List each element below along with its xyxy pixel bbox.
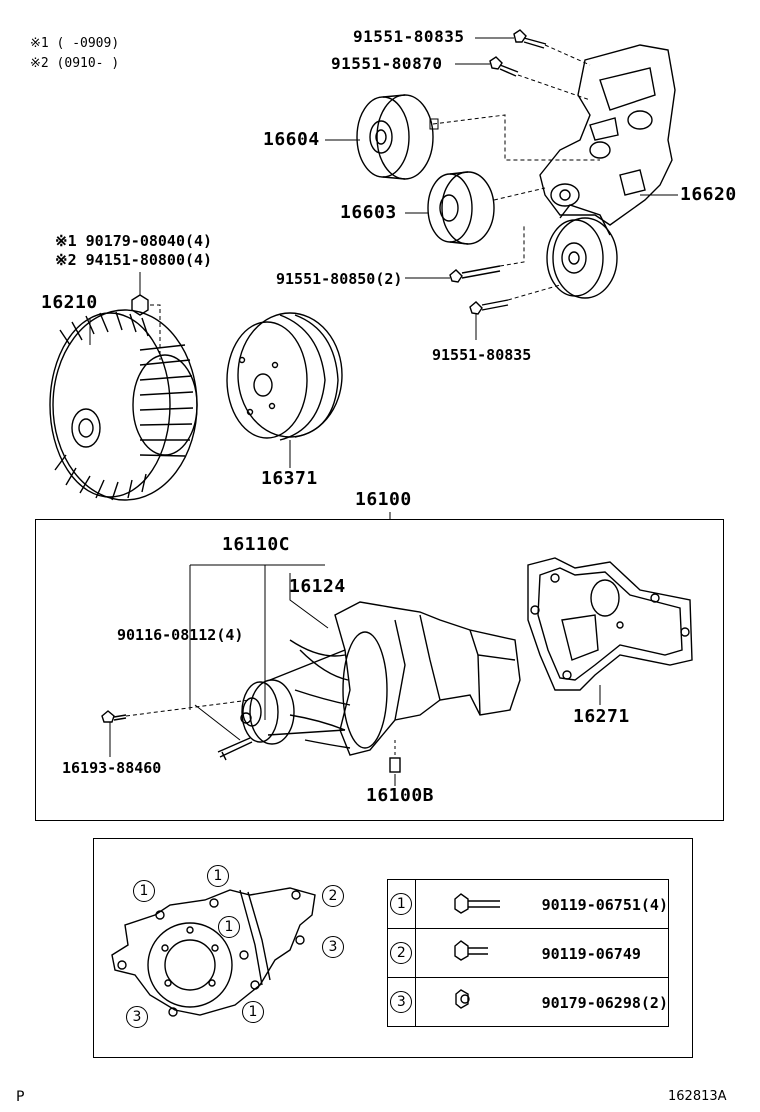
bolt-marker-1: 1 [133, 880, 155, 902]
bolt-layout-pump-drawing [111, 887, 316, 1017]
fan-pulley-16371-drawing [226, 312, 343, 441]
legend-row: 2 90119-06749 [387, 928, 670, 978]
part-label-16210: 16210 [41, 292, 98, 313]
illustration-code: 162813A [668, 1089, 727, 1104]
bolt-91551-80835-top-drawing [513, 29, 547, 49]
bolt-16193-88460-drawing [101, 699, 251, 723]
bolt-marker-2: 2 [322, 885, 344, 907]
bolt-marker-1: 1 [242, 1001, 264, 1023]
bolt-marker-3: 3 [126, 1006, 148, 1028]
part-label-16620: 16620 [680, 184, 737, 205]
part-label-16100: 16100 [355, 489, 412, 510]
note-1: ※1 ( -0909) [30, 36, 120, 51]
part-label-90179-08040: ※1 90179-08040(4) [55, 232, 213, 250]
part-label-91551-80870: 91551-80870 [331, 54, 443, 73]
bolt-marker-1: 1 [207, 865, 229, 887]
bolt-91551-80835-bottom-drawing [469, 284, 561, 315]
gasket-16271-drawing [527, 557, 693, 691]
legend-row: 1 90119-06751(4) [387, 879, 670, 929]
bolt-legend-table: 1 90119-06751(4) 2 90119-06749 3 90179-0… [387, 879, 670, 1027]
part-label-91551-80835-top: 91551-80835 [353, 27, 465, 46]
idler-pulley-16604-drawing [356, 94, 434, 180]
legend-number: 1 [390, 893, 413, 915]
legend-part-number: 90179-06298(2) [541, 993, 668, 1012]
part-label-16371: 16371 [261, 468, 318, 489]
part-label-16124: 16124 [289, 576, 346, 597]
bolt-91551-80850-drawing [449, 225, 525, 283]
part-label-16100b: 16100B [366, 785, 435, 806]
part-label-16604: 16604 [263, 129, 320, 150]
legend-number: 2 [390, 942, 413, 964]
tensioner-pulley-drawing [546, 204, 618, 299]
plug-16100b-drawing [389, 740, 401, 773]
bolt-marker-1: 1 [218, 916, 240, 938]
part-label-16603: 16603 [340, 202, 397, 223]
idler-pulley-16603-drawing [427, 171, 495, 245]
part-label-16193-88460: 16193-88460 [62, 759, 162, 777]
legend-part-number: 90119-06751(4) [541, 895, 668, 914]
legend-part-number: 90119-06749 [541, 944, 641, 963]
bolt-91551-80870-drawing [489, 56, 519, 77]
note-2: ※2 (0910- ) [30, 56, 120, 71]
water-pump-16100-drawing [217, 601, 521, 761]
part-label-16271: 16271 [573, 706, 630, 727]
water-pump-assembly-box [35, 519, 724, 821]
part-label-94151-80800: ※2 94151-80800(4) [55, 251, 213, 269]
legend-row: 3 90179-06298(2) [387, 977, 670, 1027]
legend-number: 3 [390, 991, 413, 1013]
bolt-marker-3: 3 [322, 936, 344, 958]
part-label-91551-80850: 91551-80850(2) [276, 270, 403, 288]
fan-clutch-16210-drawing [49, 309, 198, 501]
part-label-16110c: 16110C [222, 534, 291, 555]
part-label-91551-80835-bottom: 91551-80835 [432, 346, 532, 364]
footer-left-label: P [16, 1089, 25, 1105]
bracket-16620-drawing [539, 44, 676, 226]
bolt-layout-box [93, 838, 693, 1058]
part-label-90116-08112: 90116-08112(4) [117, 626, 244, 644]
